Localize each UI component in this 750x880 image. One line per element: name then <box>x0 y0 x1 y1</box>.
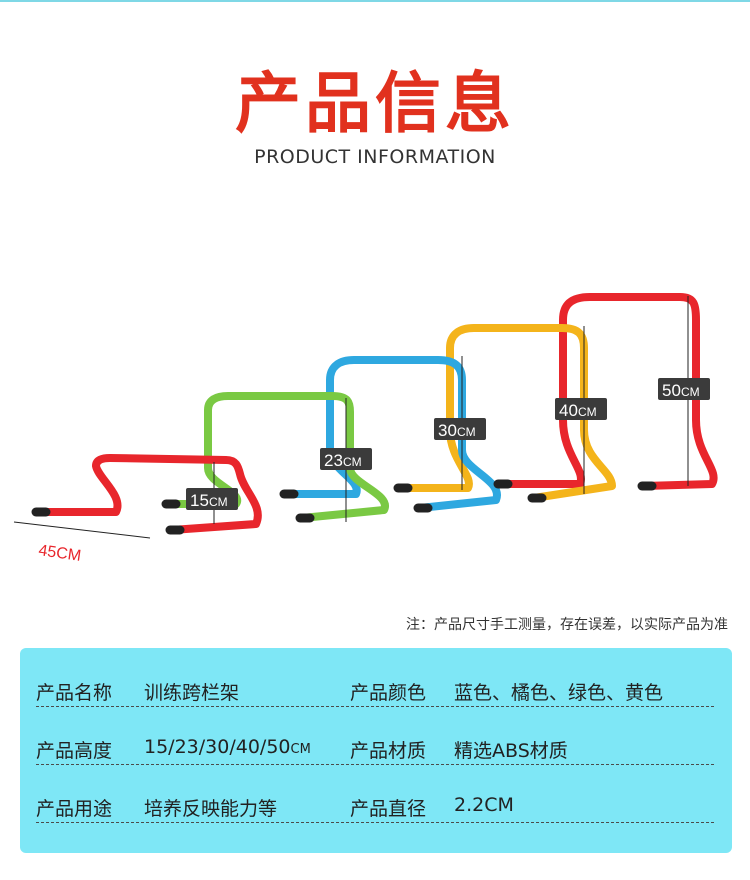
hurdle-40 <box>396 324 616 502</box>
spec-value-name: 训练跨栏架 <box>144 682 240 704</box>
spec-value-diameter: 2.2CM <box>454 794 514 816</box>
spec-row: 产品高度 15/23/30/40/50CM 产品材质 精选ABS材质 <box>36 706 714 765</box>
spec-label-use: 产品用途 <box>36 798 113 820</box>
hurdle-15 <box>164 392 389 522</box>
spec-label-height: 产品高度 <box>36 740 113 762</box>
svg-text:40: 40 <box>559 401 578 420</box>
svg-text:CM: CM <box>457 425 476 439</box>
height-label-50: 50 CM <box>658 378 710 400</box>
svg-text:CM: CM <box>681 385 700 399</box>
spec-value-color: 蓝色、橘色、绿色、黄色 <box>454 682 664 704</box>
spec-label-name: 产品名称 <box>36 682 113 704</box>
spec-value-height: 15/23/30/40/50CM <box>144 736 311 758</box>
svg-text:CM: CM <box>343 455 362 469</box>
svg-text:CM: CM <box>578 405 597 419</box>
width-label: 45CM <box>37 542 82 565</box>
page-subtitle: PRODUCT INFORMATION <box>254 146 496 168</box>
spec-label-color: 产品颜色 <box>350 682 427 704</box>
svg-text:30: 30 <box>438 421 457 440</box>
spec-label-diameter: 产品直径 <box>350 798 427 820</box>
hurdle-50 <box>496 293 718 490</box>
hurdles-illustration: 45CM 15 CM 23 CM 30 CM 40 CM 50 CM <box>13 293 718 565</box>
measurement-note: 注：产品尺寸手工测量，存在误差，以实际产品为准 <box>406 617 728 633</box>
height-label-30: 30 CM <box>434 418 486 440</box>
height-label-23: 23 CM <box>320 448 372 470</box>
page-title: 产品信息 <box>235 65 515 142</box>
spec-value-use: 培养反映能力等 <box>144 798 278 820</box>
hurdle-red-low <box>34 454 262 534</box>
top-accent-line <box>0 0 750 2</box>
spec-value-material: 精选ABS材质 <box>454 740 568 762</box>
spec-panel: 产品名称 训练跨栏架 产品颜色 蓝色、橘色、绿色、黄色 产品高度 15/23/3… <box>20 648 732 853</box>
spec-row: 产品用途 培养反映能力等 产品直径 2.2CM <box>36 764 714 823</box>
height-label-40: 40 CM <box>555 398 607 420</box>
svg-text:50: 50 <box>662 381 681 400</box>
spec-label-material: 产品材质 <box>350 740 427 762</box>
spec-row: 产品名称 训练跨栏架 产品颜色 蓝色、橘色、绿色、黄色 <box>36 648 714 707</box>
svg-text:23: 23 <box>324 451 343 470</box>
svg-text:15: 15 <box>190 491 209 510</box>
height-label-15: 15 CM <box>186 488 238 510</box>
svg-text:CM: CM <box>209 495 228 509</box>
